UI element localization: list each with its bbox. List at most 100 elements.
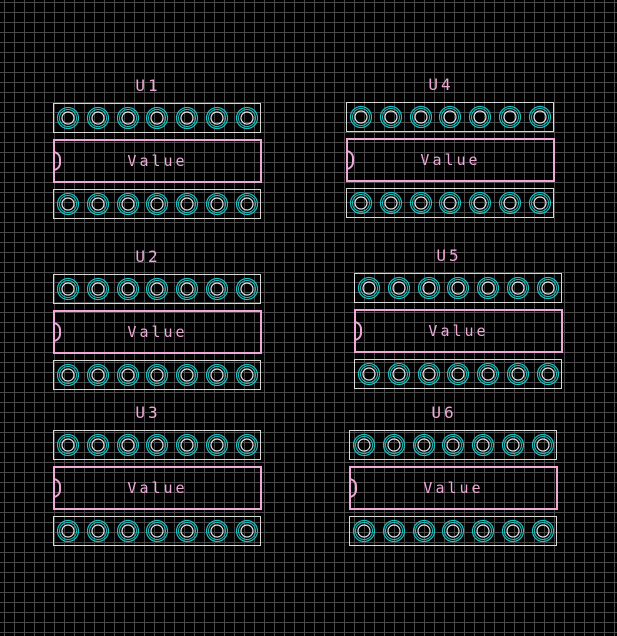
through-hole-pad[interactable] xyxy=(205,363,229,387)
through-hole-pad[interactable] xyxy=(175,106,199,130)
through-hole-pad[interactable] xyxy=(205,192,229,216)
through-hole-pad[interactable] xyxy=(352,519,376,543)
through-hole-pad[interactable] xyxy=(476,276,500,300)
through-hole-pad[interactable] xyxy=(235,106,259,130)
through-hole-pad[interactable] xyxy=(531,519,555,543)
through-hole-pad[interactable] xyxy=(175,363,199,387)
through-hole-pad[interactable] xyxy=(357,362,381,386)
through-hole-pad[interactable] xyxy=(352,433,376,457)
reference-designator[interactable]: U6 xyxy=(431,403,457,422)
through-hole-pad[interactable] xyxy=(205,106,229,130)
value-label[interactable]: Value xyxy=(127,152,188,170)
through-hole-pad[interactable] xyxy=(417,276,441,300)
through-hole-pad[interactable] xyxy=(417,362,441,386)
through-hole-pad[interactable] xyxy=(446,276,470,300)
through-hole-pad[interactable] xyxy=(412,433,436,457)
through-hole-pad[interactable] xyxy=(387,362,411,386)
value-label[interactable]: Value xyxy=(127,479,188,497)
reference-designator[interactable]: U3 xyxy=(135,403,161,422)
through-hole-pad[interactable] xyxy=(506,362,530,386)
through-hole-pad[interactable] xyxy=(441,519,465,543)
through-hole-pad[interactable] xyxy=(501,519,525,543)
through-hole-pad[interactable] xyxy=(145,433,169,457)
through-hole-pad[interactable] xyxy=(471,519,495,543)
through-hole-pad[interactable] xyxy=(56,277,80,301)
through-hole-pad[interactable] xyxy=(501,433,525,457)
through-hole-pad[interactable] xyxy=(446,362,470,386)
through-hole-pad[interactable] xyxy=(86,192,110,216)
value-label[interactable]: Value xyxy=(423,479,484,497)
through-hole-pad[interactable] xyxy=(116,106,140,130)
through-hole-pad[interactable] xyxy=(116,277,140,301)
through-hole-pad[interactable] xyxy=(441,433,465,457)
through-hole-pad[interactable] xyxy=(498,191,522,215)
through-hole-pad[interactable] xyxy=(116,519,140,543)
through-hole-pad[interactable] xyxy=(382,433,406,457)
reference-designator[interactable]: U5 xyxy=(436,246,462,265)
through-hole-pad[interactable] xyxy=(438,105,462,129)
through-hole-pad[interactable] xyxy=(145,192,169,216)
through-hole-pad[interactable] xyxy=(536,276,560,300)
through-hole-pad[interactable] xyxy=(498,105,522,129)
reference-designator[interactable]: U4 xyxy=(428,75,454,94)
through-hole-pad[interactable] xyxy=(56,433,80,457)
through-hole-pad[interactable] xyxy=(471,433,495,457)
ic-component-u4[interactable]: U4 Value xyxy=(346,76,556,226)
through-hole-pad[interactable] xyxy=(175,192,199,216)
through-hole-pad[interactable] xyxy=(175,433,199,457)
ic-component-u5[interactable]: U5 Value xyxy=(354,247,564,397)
ic-component-u2[interactable]: U2 Value xyxy=(53,248,263,398)
through-hole-pad[interactable] xyxy=(235,277,259,301)
through-hole-pad[interactable] xyxy=(468,105,492,129)
through-hole-pad[interactable] xyxy=(506,276,530,300)
through-hole-pad[interactable] xyxy=(438,191,462,215)
through-hole-pad[interactable] xyxy=(56,192,80,216)
through-hole-pad[interactable] xyxy=(349,191,373,215)
through-hole-pad[interactable] xyxy=(86,106,110,130)
through-hole-pad[interactable] xyxy=(205,433,229,457)
through-hole-pad[interactable] xyxy=(86,363,110,387)
value-label[interactable]: Value xyxy=(127,323,188,341)
through-hole-pad[interactable] xyxy=(379,191,403,215)
through-hole-pad[interactable] xyxy=(528,105,552,129)
through-hole-pad[interactable] xyxy=(116,192,140,216)
through-hole-pad[interactable] xyxy=(56,363,80,387)
through-hole-pad[interactable] xyxy=(476,362,500,386)
through-hole-pad[interactable] xyxy=(536,362,560,386)
through-hole-pad[interactable] xyxy=(531,433,555,457)
through-hole-pad[interactable] xyxy=(379,105,403,129)
through-hole-pad[interactable] xyxy=(387,276,411,300)
through-hole-pad[interactable] xyxy=(86,277,110,301)
reference-designator[interactable]: U2 xyxy=(135,247,161,266)
through-hole-pad[interactable] xyxy=(145,106,169,130)
through-hole-pad[interactable] xyxy=(528,191,552,215)
through-hole-pad[interactable] xyxy=(382,519,406,543)
through-hole-pad[interactable] xyxy=(145,519,169,543)
through-hole-pad[interactable] xyxy=(116,433,140,457)
through-hole-pad[interactable] xyxy=(409,191,433,215)
through-hole-pad[interactable] xyxy=(175,277,199,301)
through-hole-pad[interactable] xyxy=(235,363,259,387)
through-hole-pad[interactable] xyxy=(409,105,433,129)
through-hole-pad[interactable] xyxy=(86,519,110,543)
value-label[interactable]: Value xyxy=(428,322,489,340)
ic-component-u1[interactable]: U1 Value xyxy=(53,77,263,227)
value-label[interactable]: Value xyxy=(420,151,481,169)
ic-component-u6[interactable]: U6 Value xyxy=(349,404,559,554)
through-hole-pad[interactable] xyxy=(468,191,492,215)
through-hole-pad[interactable] xyxy=(145,277,169,301)
through-hole-pad[interactable] xyxy=(116,363,140,387)
through-hole-pad[interactable] xyxy=(357,276,381,300)
through-hole-pad[interactable] xyxy=(235,192,259,216)
through-hole-pad[interactable] xyxy=(56,519,80,543)
through-hole-pad[interactable] xyxy=(205,277,229,301)
through-hole-pad[interactable] xyxy=(235,519,259,543)
through-hole-pad[interactable] xyxy=(349,105,373,129)
through-hole-pad[interactable] xyxy=(86,433,110,457)
through-hole-pad[interactable] xyxy=(205,519,229,543)
through-hole-pad[interactable] xyxy=(56,106,80,130)
reference-designator[interactable]: U1 xyxy=(135,76,161,95)
ic-component-u3[interactable]: U3 Value xyxy=(53,404,263,554)
through-hole-pad[interactable] xyxy=(145,363,169,387)
